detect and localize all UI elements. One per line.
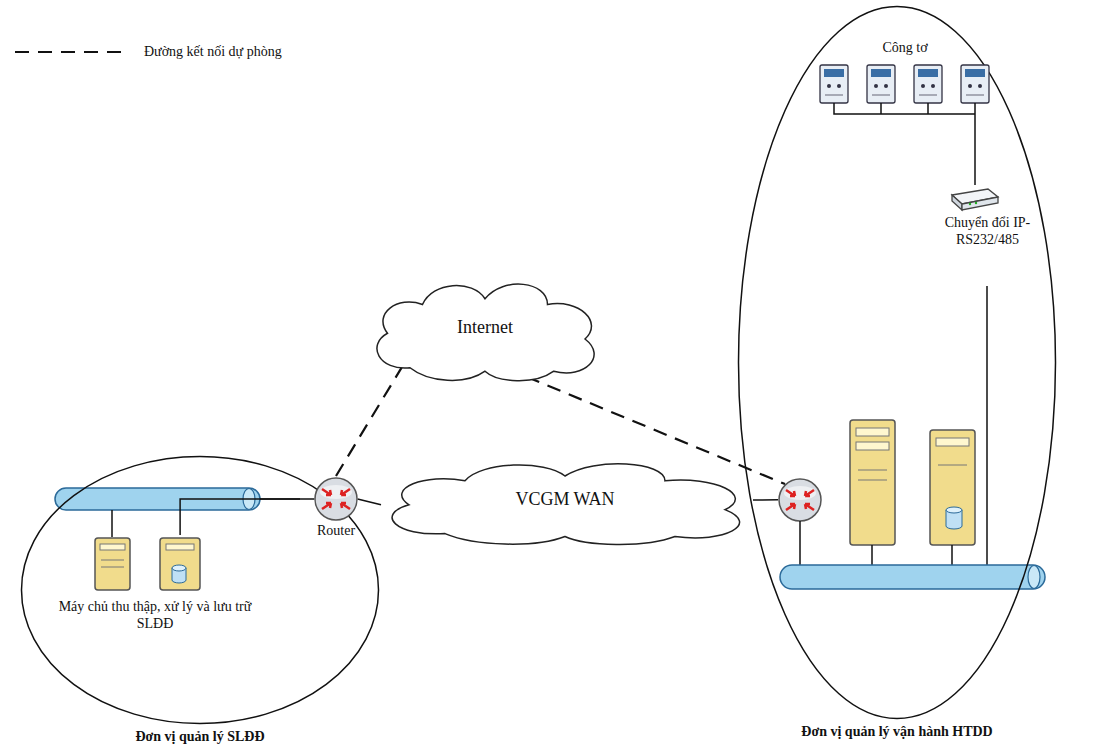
router-label: Router: [300, 523, 372, 540]
backup-link: [336, 362, 405, 476]
converter-label: Chuyển đổi IP-RS232/485: [940, 215, 1035, 249]
network-link: [753, 499, 778, 501]
legend-text: Đường kết nối dự phòng: [144, 44, 282, 61]
region-heading: Đơn vị quản lý SLĐĐ: [135, 729, 264, 746]
network-link: [358, 499, 381, 505]
router-group: Router: [300, 476, 372, 540]
legend-sample-line: [15, 47, 130, 57]
unit-region: Đơn vị quản lý SLĐĐMáy chủ thu thập, xử …: [20, 455, 380, 725]
lan-bus: [780, 565, 1045, 589]
region-heading: Đơn vị quản lý vận hành HTDD: [801, 724, 992, 741]
network-link: [974, 125, 976, 185]
meter-symbol: [815, 62, 995, 125]
server-symbol: [850, 420, 975, 566]
cloud-label: Internet: [457, 317, 513, 339]
router-drop: [799, 521, 801, 566]
server-caption: Máy chủ thu thập, xử lý và lưu trữ SLĐĐ: [45, 599, 265, 633]
servers-group: Máy chủ thu thập, xử lý và lưu trữ SLĐĐ: [45, 535, 265, 645]
region-outline: [737, 5, 1057, 720]
network-link: [180, 499, 314, 535]
router-symbol: [300, 476, 372, 522]
server-symbol: [45, 535, 265, 593]
server-drop: [111, 510, 113, 537]
network-cloud: VCGM WAN: [365, 452, 765, 548]
meter-label: Công tơ: [815, 40, 995, 57]
cloud-label: VCGM WAN: [515, 489, 614, 511]
converter-symbol: [940, 185, 1035, 211]
converter-group: Chuyển đổi IP-RS232/485: [940, 185, 1035, 282]
meters-group: Công tơ: [815, 40, 995, 125]
network-cloud: Internet: [360, 270, 610, 385]
legend: Đường kết nối dự phòng: [15, 44, 282, 61]
converter-drop: [986, 286, 988, 566]
unit-region: Đơn vị quản lý vận hành HTDDCông tơChuyể…: [737, 5, 1057, 720]
router-symbol: [779, 479, 821, 521]
